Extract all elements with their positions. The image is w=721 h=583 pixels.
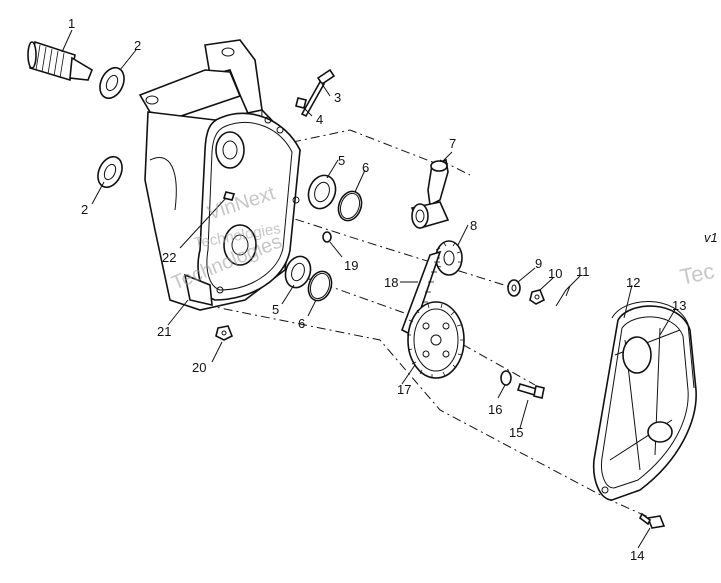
cover-bolt (638, 512, 666, 529)
callout-8: 8 (470, 218, 477, 233)
callout-6-upper: 6 (362, 160, 369, 175)
callout-15: 15 (509, 425, 523, 440)
chaincase-housing (138, 39, 301, 311)
callout-9: 9 (535, 256, 542, 271)
corner-label: v1 (704, 230, 718, 245)
plug-19 (322, 231, 332, 243)
bolt-15 (516, 383, 545, 399)
bearing-upper (307, 174, 337, 210)
callout-1: 1 (68, 16, 75, 31)
leader-lines (61, 29, 677, 549)
dowel-22 (222, 191, 236, 201)
callout-2-upper: 2 (134, 38, 141, 53)
chaincase-cover (592, 305, 697, 501)
nut-20 (215, 325, 234, 341)
o-ring-upper (337, 190, 363, 222)
castle-nut (529, 289, 546, 305)
callout-12: 12 (626, 275, 640, 290)
callout-13: 13 (672, 298, 686, 313)
callout-5-upper: 5 (338, 153, 345, 168)
callout-labels: 1 2 2 3 4 5 5 6 6 7 8 9 10 11 12 13 14 1… (68, 16, 686, 563)
callout-14: 14 (630, 548, 644, 563)
callout-3: 3 (334, 90, 341, 105)
callout-19: 19 (344, 258, 358, 273)
callout-10: 10 (548, 266, 562, 281)
callout-11: 11 (576, 264, 590, 279)
callout-21: 21 (157, 324, 171, 339)
callout-6-lower: 6 (298, 316, 305, 331)
sprocket-small (435, 240, 463, 276)
callout-2-lower: 2 (81, 202, 88, 217)
callout-5-lower: 5 (272, 302, 279, 317)
splined-shaft (27, 40, 93, 82)
o-ring-lower (307, 270, 333, 302)
cover-gasket (611, 301, 695, 389)
callout-17: 17 (397, 382, 411, 397)
callout-7: 7 (449, 136, 456, 151)
seal-lower (97, 155, 123, 189)
washer-9 (507, 279, 521, 297)
callout-4: 4 (316, 112, 323, 127)
bolt-long (300, 68, 336, 118)
washer-16 (500, 370, 512, 386)
callout-18: 18 (384, 275, 398, 290)
watermark-edge: Tec (678, 258, 717, 290)
callout-22: 22 (162, 250, 176, 265)
sprocket-large (407, 301, 465, 379)
callout-20: 20 (192, 360, 206, 375)
cotter-pin (555, 285, 571, 307)
callout-16: 16 (488, 402, 502, 417)
seal-upper (99, 66, 125, 100)
tensioner-arm (410, 158, 450, 229)
plug (295, 97, 307, 109)
